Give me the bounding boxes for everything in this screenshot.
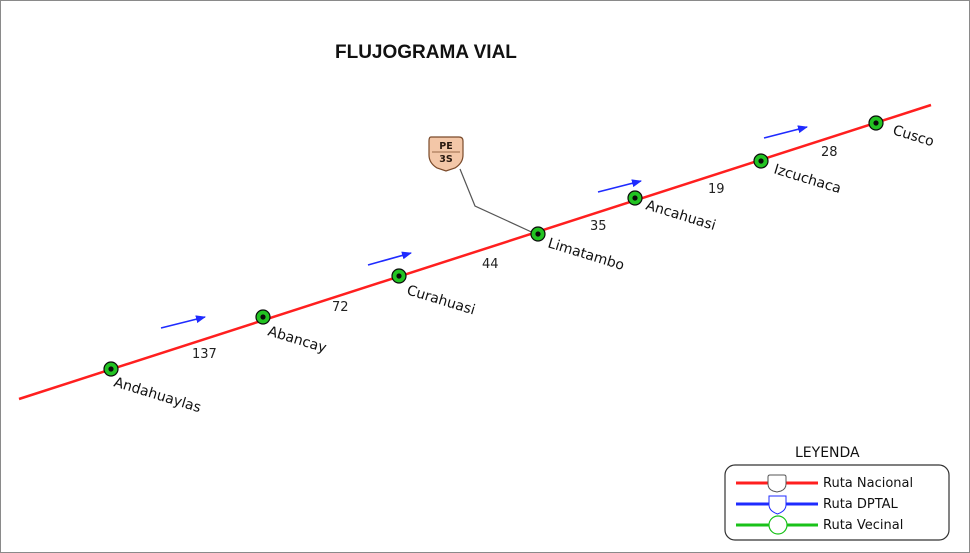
shield-connector-line: [459, 168, 539, 236]
city-node-limatambo: [530, 226, 546, 242]
pointed-shield-icon: [768, 495, 787, 515]
route-shield-icon: PE 3S: [428, 136, 464, 172]
legend-label-vecinal: Ruta Vecinal: [823, 518, 903, 533]
distance-label: 35: [590, 219, 607, 234]
distance-label: 44: [482, 257, 499, 272]
national-route-line: [18, 103, 932, 401]
distance-label: 28: [821, 145, 838, 160]
city-label-limatambo: Limatambo: [546, 236, 626, 274]
legend: LEYENDA Ruta Nacional Ruta DPTAL Ruta Ve…: [724, 445, 950, 541]
city-label-abancay: Abancay: [266, 324, 329, 357]
shield-line1: PE: [439, 141, 452, 152]
legend-label-dptal: Ruta DPTAL: [823, 497, 899, 512]
legend-label-nacional: Ruta Nacional: [823, 476, 913, 491]
direction-arrow: [160, 315, 206, 329]
legend-title: LEYENDA: [795, 445, 860, 461]
city-label-ancahuasi: Ancahuasi: [644, 198, 718, 234]
shield-line2: 3S: [439, 154, 453, 165]
circle-icon: [768, 515, 788, 535]
direction-arrow: [367, 251, 412, 266]
city-label-andahuaylas: Andahuaylas: [112, 375, 203, 417]
city-node-curahuasi: [391, 268, 407, 284]
city-label-curahuasi: Curahuasi: [405, 283, 477, 319]
distance-label: 19: [708, 182, 725, 197]
shield-icon: [767, 474, 787, 493]
city-node-izcuchaca: [753, 153, 769, 169]
direction-arrow: [597, 179, 642, 193]
city-node-ancahuasi: [627, 190, 643, 206]
city-label-cusco: Cusco: [891, 123, 936, 151]
city-node-abancay: [255, 309, 271, 325]
distance-label: 137: [192, 347, 217, 362]
city-node-cusco: [868, 115, 884, 131]
direction-arrow: [763, 125, 808, 139]
city-label-izcuchaca: Izcuchaca: [772, 162, 843, 198]
city-node-andahuaylas: [103, 361, 119, 377]
page-title: FLUJOGRAMA VIAL: [335, 42, 517, 63]
distance-label: 72: [332, 300, 349, 315]
